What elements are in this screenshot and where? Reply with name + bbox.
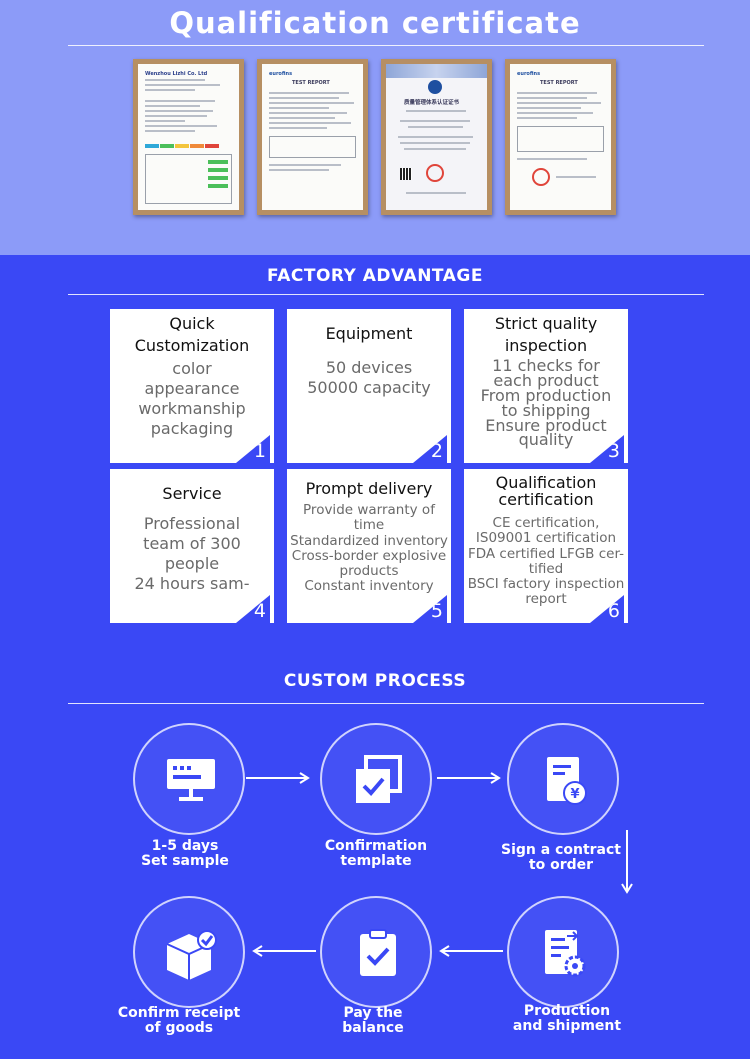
qualification-divider — [68, 45, 704, 46]
certificate-3[interactable]: 质量管理体系认证证书 — [381, 59, 492, 215]
certificate-2[interactable]: eurofins TEST REPORT — [257, 59, 368, 215]
step-production-shipment[interactable] — [507, 896, 619, 1008]
advantage-card-title: Service — [162, 484, 222, 503]
custom-process-divider — [68, 703, 704, 704]
advantage-card-title: Equipment — [325, 324, 413, 343]
monitor-icon — [167, 759, 215, 801]
check-squares-icon — [356, 755, 402, 803]
certificate-4-paper: eurofins TEST REPORT — [510, 64, 611, 210]
certificate-4[interactable]: eurofins TEST REPORT — [505, 59, 616, 215]
step-confirmation-template[interactable] — [320, 723, 432, 835]
certificate-2-paper: eurofins TEST REPORT — [262, 64, 363, 210]
certificate-1-paper: Wenzhou Lizhi Co. Ltd — [138, 64, 239, 210]
arrow-right-2 — [437, 772, 501, 784]
step-sign-contract[interactable]: ¥ — [507, 723, 619, 835]
advantage-card-number: 4 — [236, 595, 270, 623]
certificate-3-paper: 质量管理体系认证证书 — [386, 64, 487, 210]
factory-advantage-title: FACTORY ADVANTAGE — [267, 266, 483, 286]
step-set-sample[interactable] — [133, 723, 245, 835]
yuan-document-icon: ¥ — [547, 757, 587, 805]
svg-text:¥: ¥ — [570, 787, 579, 802]
gear-document-icon — [545, 930, 586, 977]
custom-process-title: CUSTOM PROCESS — [283, 671, 467, 691]
advantage-card-number: 2 — [413, 435, 447, 463]
arrow-left-1 — [439, 945, 503, 957]
clipboard-check-icon — [360, 929, 396, 976]
arrow-right-1 — [246, 772, 310, 784]
package-check-icon — [166, 930, 217, 980]
arrow-down — [621, 830, 633, 894]
advantage-card-title: Prompt delivery — [305, 479, 433, 498]
certificate-1[interactable]: Wenzhou Lizhi Co. Ltd — [133, 59, 244, 215]
step-confirm-receipt[interactable] — [133, 896, 245, 1008]
qualification-title: Qualification certificate — [169, 6, 581, 40]
advantage-card-number: 5 — [413, 595, 447, 623]
step-pay-balance[interactable] — [320, 896, 432, 1008]
factory-advantage-divider — [68, 294, 704, 295]
arrow-left-2 — [252, 945, 316, 957]
qualification-section: Qualification certificate Wenzhou Lizhi … — [0, 0, 750, 255]
